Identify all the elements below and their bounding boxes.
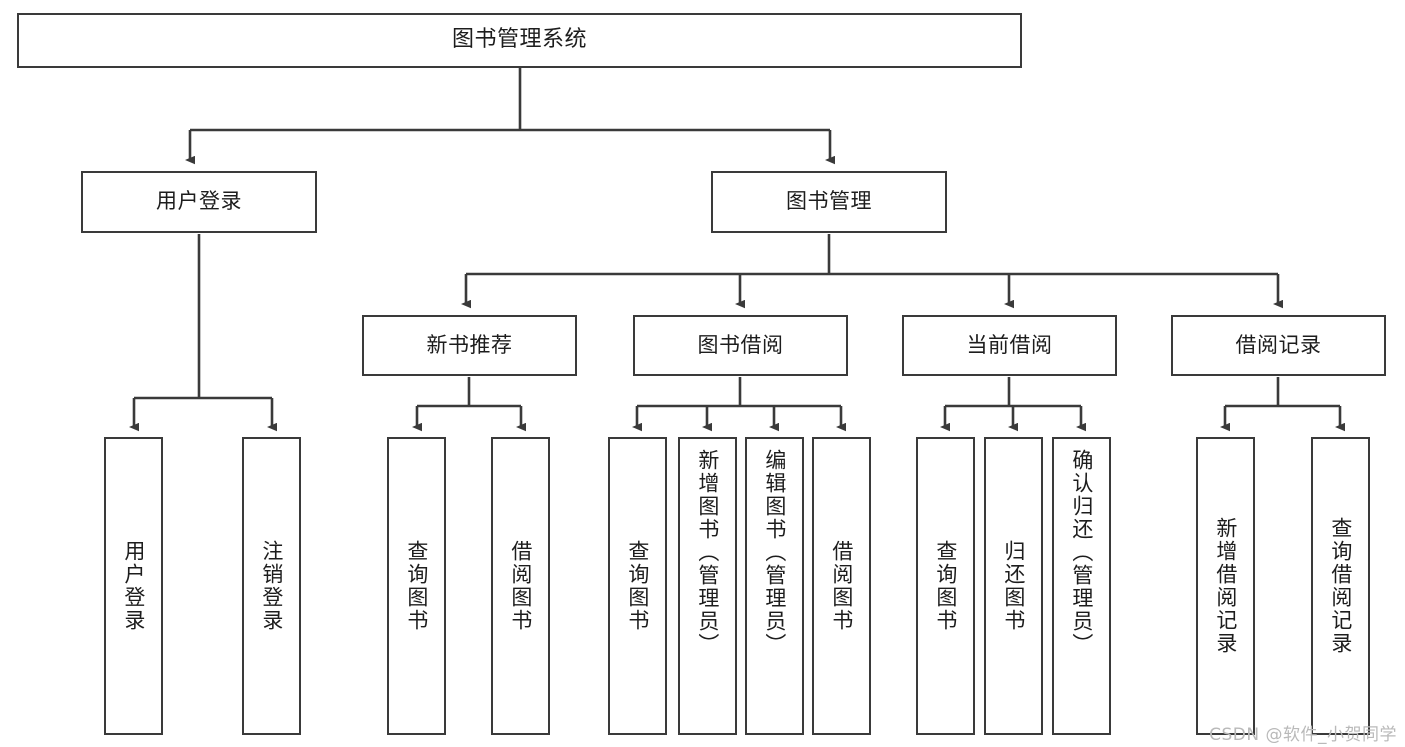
node-borrow-record[interactable]: 借阅记录 [1171, 315, 1386, 376]
leaf-confirm-return[interactable]: 确认归还（管理员） [1052, 437, 1111, 735]
csdn-watermark: CSDN @软件_小贺同学 [1209, 725, 1397, 745]
leaf-return-book[interactable]: 归还图书 [984, 437, 1043, 735]
node-root-label: 图书管理系统 [451, 27, 587, 53]
leaf-add-borrow-record-label: 新增借阅记录 [1213, 517, 1238, 655]
leaf-query-book-borrow-label: 查询图书 [625, 540, 650, 632]
leaf-user-login[interactable]: 用户登录 [104, 437, 163, 735]
leaf-edit-book[interactable]: 编辑图书（管理员） [745, 437, 804, 735]
leaf-borrow-book-recommend[interactable]: 借阅图书 [491, 437, 550, 735]
leaf-borrow-book-borrow-label: 借阅图书 [829, 540, 854, 632]
leaf-user-logout[interactable]: 注销登录 [242, 437, 301, 735]
node-current-borrow[interactable]: 当前借阅 [902, 315, 1117, 376]
leaf-query-borrow-record-label: 查询借阅记录 [1328, 517, 1353, 655]
node-new-book-recommend[interactable]: 新书推荐 [362, 315, 577, 376]
node-book-borrow[interactable]: 图书借阅 [633, 315, 848, 376]
node-user-login[interactable]: 用户登录 [81, 171, 317, 233]
leaf-borrow-book-recommend-label: 借阅图书 [508, 540, 533, 632]
node-root-system[interactable]: 图书管理系统 [17, 13, 1022, 68]
node-new-book-recommend-label: 新书推荐 [426, 332, 513, 357]
leaf-edit-book-label: 编辑图书（管理员） [762, 449, 787, 656]
node-book-management[interactable]: 图书管理 [711, 171, 947, 233]
leaf-add-book-label: 新增图书（管理员） [695, 449, 720, 656]
leaf-confirm-return-label: 确认归还（管理员） [1069, 449, 1094, 656]
node-current-borrow-label: 当前借阅 [966, 332, 1053, 357]
leaf-return-book-label: 归还图书 [1001, 540, 1026, 632]
node-book-borrow-label: 图书借阅 [697, 332, 784, 357]
leaf-query-book-recommend-label: 查询图书 [404, 540, 429, 632]
node-borrow-record-label: 借阅记录 [1235, 332, 1322, 357]
node-book-management-label: 图书管理 [786, 189, 872, 214]
leaf-user-logout-label: 注销登录 [259, 540, 284, 632]
leaf-query-book-current-label: 查询图书 [933, 540, 958, 632]
leaf-borrow-book-borrow[interactable]: 借阅图书 [812, 437, 871, 735]
leaf-add-book[interactable]: 新增图书（管理员） [678, 437, 737, 735]
leaf-query-book-recommend[interactable]: 查询图书 [387, 437, 446, 735]
node-user-login-label: 用户登录 [156, 189, 242, 214]
leaf-user-login-label: 用户登录 [121, 540, 146, 632]
leaf-add-borrow-record[interactable]: 新增借阅记录 [1196, 437, 1255, 735]
leaf-query-borrow-record[interactable]: 查询借阅记录 [1311, 437, 1370, 735]
leaf-query-book-borrow[interactable]: 查询图书 [608, 437, 667, 735]
leaf-query-book-current[interactable]: 查询图书 [916, 437, 975, 735]
